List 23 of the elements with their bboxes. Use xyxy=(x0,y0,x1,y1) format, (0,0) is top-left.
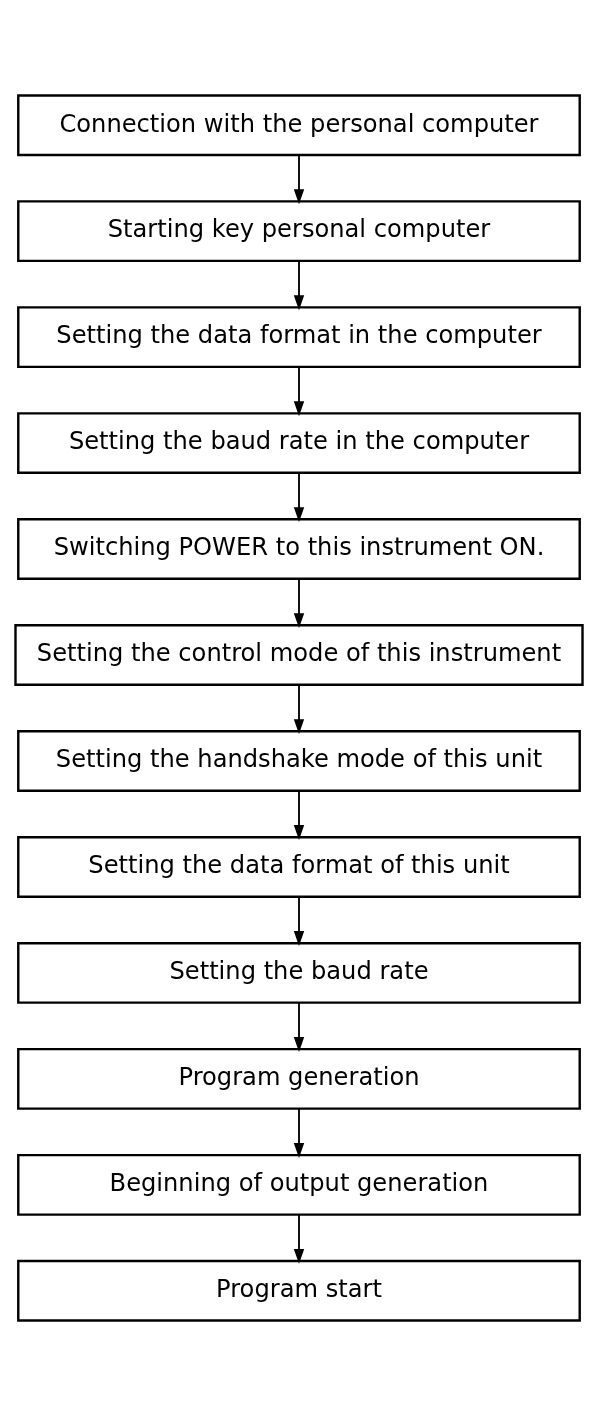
node-box: Beginning of output generation xyxy=(17,1153,581,1216)
node-box: Setting the baud rate in the computer xyxy=(17,412,581,475)
arrow xyxy=(293,683,305,735)
node-box: Switching POWER to this instrument ON. xyxy=(17,518,581,580)
arrow xyxy=(293,895,305,946)
arrow xyxy=(293,471,305,523)
node-box: Program start xyxy=(17,1259,581,1322)
node-box: Setting the baud rate xyxy=(17,941,581,1004)
node-box: Setting the handshake mode of this unit xyxy=(17,730,581,792)
node-box: Setting the data format in the computer xyxy=(17,306,581,369)
arrow xyxy=(293,577,305,629)
arrow xyxy=(293,1001,305,1052)
node-box: Program generation xyxy=(17,1047,581,1110)
node-box: Connection with the personal computer xyxy=(17,94,581,157)
arrow xyxy=(293,154,305,205)
node-box: Starting key personal computer xyxy=(17,200,581,263)
arrow xyxy=(293,1213,305,1264)
arrow xyxy=(293,1107,305,1158)
node-box: Setting the data format of this unit xyxy=(17,836,581,898)
arrow xyxy=(293,366,305,417)
arrow xyxy=(293,260,305,311)
arrow xyxy=(293,789,305,840)
node-box: Setting the control mode of this instrument xyxy=(14,624,584,686)
